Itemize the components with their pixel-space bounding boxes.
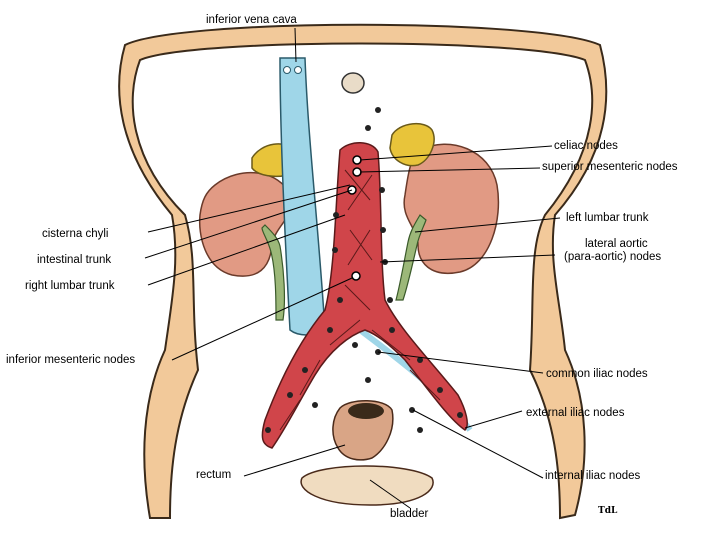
label-right-lumbar-trunk: right lumbar trunk <box>25 280 115 292</box>
label-cisterna-chyli: cisterna chyli <box>42 228 109 240</box>
celiac-node <box>352 155 362 165</box>
label-bladder: bladder <box>390 508 429 520</box>
label-internal-iliac-nodes: internal iliac nodes <box>545 470 641 482</box>
ivc-opening-right <box>294 66 302 74</box>
body-wall <box>118 23 608 520</box>
leader-lines <box>144 27 561 509</box>
right-ureter <box>261 224 286 321</box>
rectum-opening <box>348 403 384 419</box>
bladder-shape <box>300 465 434 506</box>
label-superior-mesenteric-nodes: superior mesenteric nodes <box>542 161 678 173</box>
label-lateral-aortic-line2: (para-aortic) nodes <box>564 251 662 263</box>
label-external-iliac-nodes: external iliac nodes <box>526 407 625 419</box>
label-rectum: rectum <box>196 469 232 481</box>
superior-mesenteric-node <box>352 167 362 177</box>
label-common-iliac-nodes: common iliac nodes <box>546 368 648 380</box>
label-inferior-vena-cava: inferior vena cava <box>206 14 297 26</box>
left-ureter <box>395 214 427 301</box>
label-celiac-nodes: celiac nodes <box>554 140 618 152</box>
label-inferior-mesenteric-nodes: inferior mesenteric nodes <box>6 354 136 366</box>
lymph-vessel-pattern <box>279 169 441 431</box>
inferior-mesenteric-node <box>351 271 361 281</box>
label-lateral-aortic-line1: lateral aortic <box>585 238 648 250</box>
small-structure <box>341 72 365 94</box>
label-left-lumbar-trunk: left lumbar trunk <box>566 212 649 224</box>
label-intestinal-trunk: intestinal trunk <box>37 254 112 266</box>
ivc-opening-left <box>283 66 291 74</box>
left-kidney <box>403 143 500 274</box>
artist-signature: TdL <box>598 506 618 516</box>
lymph-nodes <box>265 107 463 433</box>
